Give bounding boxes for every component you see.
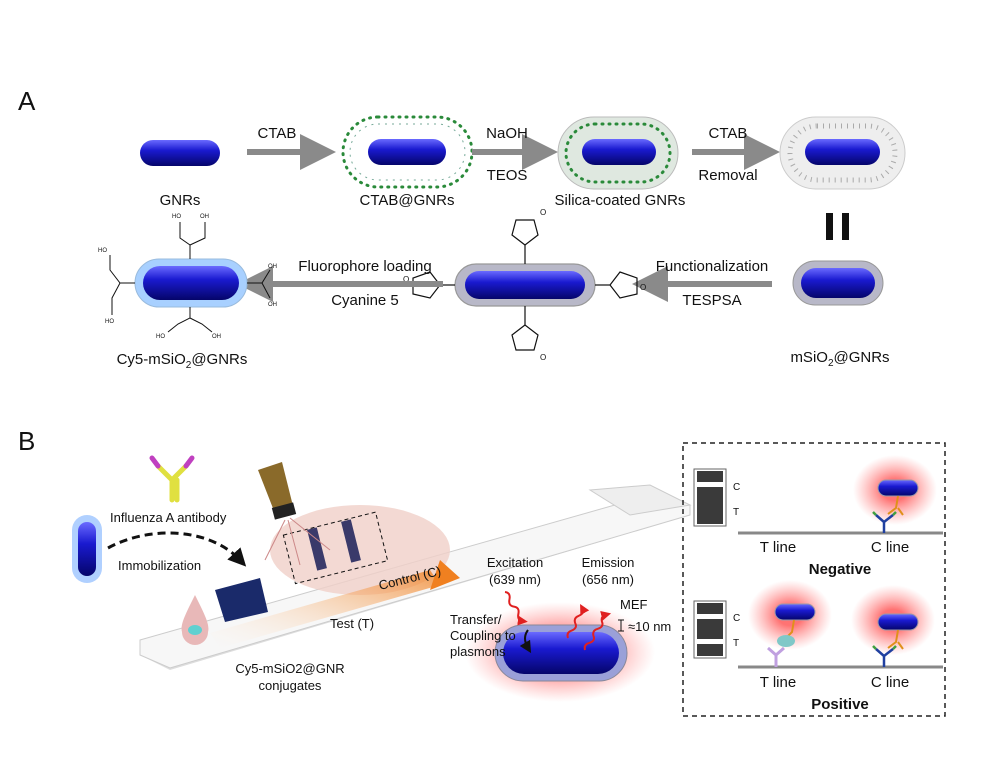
sample-drop-icon	[181, 595, 209, 645]
flashlight-icon	[258, 462, 331, 566]
anhydride-functionalized-gnr: O O O O	[403, 208, 646, 362]
label-functionalization: Functionalization	[656, 258, 769, 275]
label-conjugates-1: Cy5-mSiO2@GNR	[235, 661, 344, 676]
svg-text:OH: OH	[200, 214, 209, 220]
positive-c-line-complex	[872, 613, 919, 667]
positive-t-line-complex	[767, 603, 816, 667]
test-line	[307, 527, 327, 571]
conjugate-pad	[215, 578, 268, 622]
neg-strip-c: C	[733, 482, 740, 493]
label-tespsa: TESPSA	[682, 292, 741, 309]
light-waves	[504, 591, 612, 651]
negative-label: Negative	[809, 561, 872, 578]
pos-strip-c: C	[733, 613, 740, 624]
control-line	[341, 519, 361, 563]
result-inset	[682, 442, 946, 717]
label-mef: MEF	[620, 597, 648, 612]
label-influenza-antibody: Influenza A antibody	[110, 510, 227, 525]
label-ctab-gnrs: CTAB@GNRs	[360, 192, 455, 209]
label-emission: Emission	[582, 555, 635, 570]
panel-b-label: B	[18, 426, 35, 456]
antibody-icon	[149, 455, 195, 503]
msio2-gnr	[792, 260, 884, 306]
positive-strip-icon	[693, 600, 727, 659]
svg-text:O: O	[403, 275, 409, 284]
nanoparticle-icon	[72, 515, 102, 583]
label-gnrs: GNRs	[160, 192, 201, 209]
distance-scale-icon	[618, 619, 624, 632]
label-teos: TEOS	[487, 167, 528, 184]
label-excitation-wl: (639 nm)	[489, 572, 541, 587]
label-excitation: Excitation	[487, 555, 543, 570]
svg-text:OH: OH	[268, 264, 277, 270]
svg-text:O: O	[540, 208, 546, 217]
label-msio2-gnrs: mSiO2@GNRs	[790, 349, 889, 369]
equals-sign	[826, 213, 849, 240]
lateral-flow-strip	[139, 484, 692, 670]
label-transfer-1: Transfer/	[450, 612, 502, 627]
label-ctab: CTAB	[258, 125, 297, 142]
pos-t-line-label: T line	[760, 674, 796, 691]
svg-text:OH: OH	[268, 302, 277, 308]
neg-strip-t: T	[733, 507, 739, 518]
svg-text:HO: HO	[172, 214, 181, 220]
label-conjugates-2: conjugates	[259, 678, 322, 693]
label-test: Test (T)	[330, 616, 374, 631]
silica-coated-gnr	[557, 116, 679, 190]
svg-text:O: O	[540, 353, 546, 362]
svg-text:HO: HO	[105, 319, 114, 325]
label-immobilization: Immobilization	[118, 558, 201, 573]
svg-text:OH: OH	[212, 334, 221, 340]
label-cyanine-5: Cyanine 5	[331, 292, 399, 309]
negative-c-line-complex	[872, 479, 919, 533]
label-emission-wl: (656 nm)	[582, 572, 634, 587]
immobilization-arrow	[107, 531, 247, 567]
svg-text:HO: HO	[156, 334, 165, 340]
pos-strip-t: T	[733, 638, 739, 649]
flow-direction-arrow	[210, 570, 440, 648]
label-removal: Removal	[698, 167, 757, 184]
positive-label: Positive	[811, 696, 869, 713]
label-naoh: NaOH	[486, 125, 528, 142]
label-transfer-3: plasmons	[450, 644, 506, 659]
label-fluorophore-loading: Fluorophore loading	[298, 258, 431, 275]
panel-a-label: A	[18, 86, 36, 116]
svg-text:HO: HO	[98, 248, 107, 254]
gnr-rod	[140, 140, 220, 166]
pos-c-line-label: C line	[871, 674, 909, 691]
label-transfer-2: Coupling to	[450, 628, 516, 643]
neg-t-line-label: T line	[760, 539, 796, 556]
ctab-gnr	[341, 115, 474, 189]
label-ctab-2: CTAB	[709, 125, 748, 142]
label-silica-coated: Silica-coated GNRs	[555, 192, 686, 209]
illumination-spot	[270, 505, 450, 595]
label-distance: ≈10 nm	[628, 619, 671, 634]
svg-text:O: O	[640, 283, 646, 292]
label-cy5-msio2-gnrs: Cy5-mSiO2@GNRs	[117, 351, 248, 371]
neg-c-line-label: C line	[871, 539, 909, 556]
coupling-arrow	[519, 629, 532, 654]
cy5-carboxyl-gnr: HO OH HO OH HO HO OH OH	[98, 214, 277, 340]
negative-strip-icon	[693, 468, 727, 527]
porous-silica-gnr	[779, 116, 906, 190]
